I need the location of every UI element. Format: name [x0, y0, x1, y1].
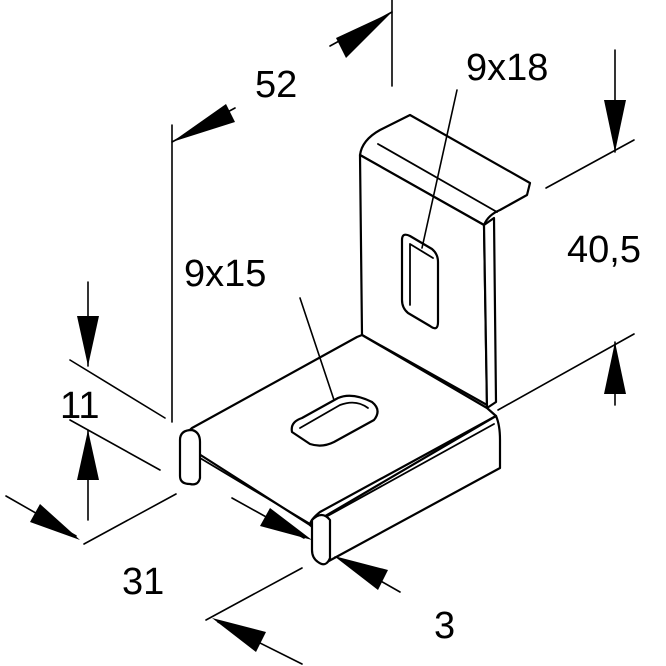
ext-line-11-bottom — [69, 419, 161, 471]
label-11: 11 — [60, 385, 99, 427]
upper-slot-inner — [409, 243, 434, 306]
arrow-11-bottom — [77, 430, 99, 480]
arrow-3-left — [260, 508, 312, 540]
base-plate-front-edge — [323, 423, 495, 519]
arrow-31-right — [212, 618, 266, 652]
ext-line-11-top — [69, 359, 166, 419]
arrow-31-left — [30, 504, 80, 540]
label-9x15: 9x15 — [184, 253, 266, 295]
label-52: 52 — [255, 64, 297, 106]
vertical-plate-side — [482, 216, 498, 410]
label-9x18: 9x18 — [466, 47, 548, 89]
leader-9x15 — [299, 297, 335, 401]
base-plate-underside — [199, 457, 313, 526]
arrow-11-top — [77, 316, 99, 366]
ext-line-405-bottom — [497, 333, 635, 411]
label-3: 3 — [434, 605, 455, 647]
ext-line-405-top — [545, 139, 635, 189]
lower-slot — [290, 394, 379, 447]
dimension-labels: 52 9x18 40,5 9x15 11 31 3 — [60, 47, 641, 647]
arrow-52-right — [336, 12, 392, 58]
ext-line-31-right — [205, 567, 303, 621]
ext-line-31-left — [83, 493, 177, 545]
base-plate-right-roll — [310, 513, 332, 566]
upper-slot — [400, 233, 440, 330]
arrow-52-left — [172, 104, 235, 142]
arrow-405-bottom — [604, 342, 626, 394]
label-40-5: 40,5 — [567, 229, 641, 271]
vertical-plate — [358, 113, 532, 410]
arrowheads — [30, 12, 626, 652]
base-plate-left-roll — [178, 428, 202, 486]
leader-9x18 — [421, 89, 458, 249]
arrow-3-right — [334, 556, 388, 590]
lower-slot-inner — [299, 401, 369, 429]
arrow-405-top — [604, 100, 626, 152]
label-31: 31 — [122, 561, 164, 603]
base-plate — [178, 333, 502, 566]
